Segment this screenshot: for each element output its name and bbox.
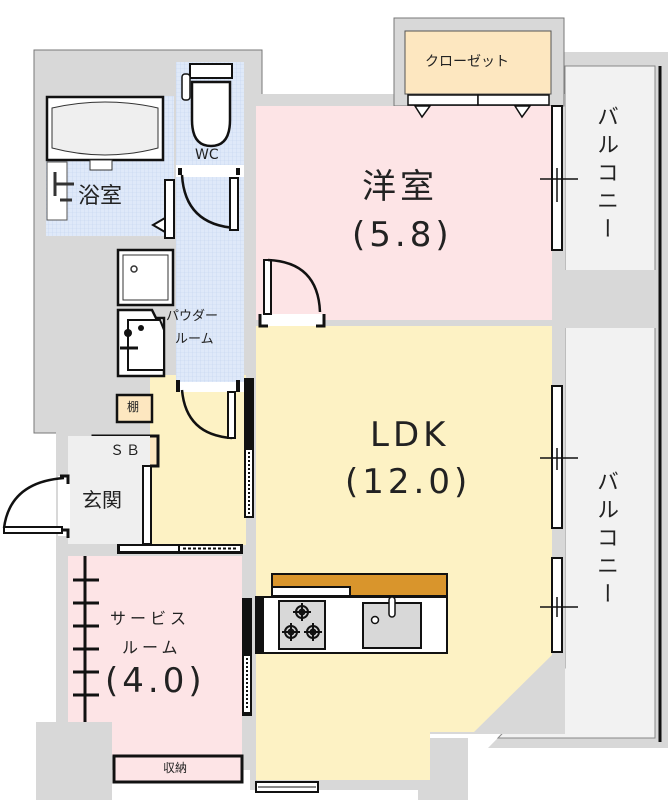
service-room: [36, 556, 252, 800]
entrance-floor: [68, 436, 150, 544]
balcony-lower-label: バルコニー: [593, 470, 618, 610]
powder-room-label-1: パウダー: [166, 309, 219, 324]
western-room-floor: [256, 106, 552, 320]
bathroom-label: 浴室: [78, 184, 123, 209]
bathroom: [45, 95, 175, 239]
shoe-box-label: ＳＢ: [110, 443, 142, 459]
shelf: [115, 393, 154, 424]
entrance-label: 玄関: [82, 488, 122, 512]
storage-label: 収納: [163, 761, 188, 775]
western-room-label: 洋室: [362, 167, 438, 207]
powder-door: [176, 380, 244, 440]
balcony-upper-label: バルコニー: [593, 105, 618, 245]
service-room-size: (4.0): [105, 661, 206, 701]
wc-label: WC: [195, 147, 219, 163]
closet-label: クローゼット: [425, 54, 509, 70]
kitchen: [255, 573, 448, 654]
wc-powder-area: [176, 62, 244, 382]
ldk-size: (12.0): [345, 462, 472, 502]
ldk-label: LDK: [370, 415, 450, 455]
entrance-door: [2, 474, 70, 538]
windows: [255, 105, 578, 793]
shelf-label: 棚: [127, 400, 140, 414]
powder-room-label-2: ルーム: [175, 332, 214, 347]
washer-sink: [116, 248, 175, 378]
service-room-label-2: ルーム: [122, 638, 182, 657]
ldk-floor: [256, 326, 552, 780]
service-room-label-1: サービス: [110, 609, 191, 628]
western-room-size: (5.8): [352, 215, 453, 255]
closet: [404, 30, 552, 119]
ldk-hall-floor: [150, 375, 246, 545]
western-room-door: [258, 258, 326, 328]
sliding-door-hall: [244, 378, 254, 518]
